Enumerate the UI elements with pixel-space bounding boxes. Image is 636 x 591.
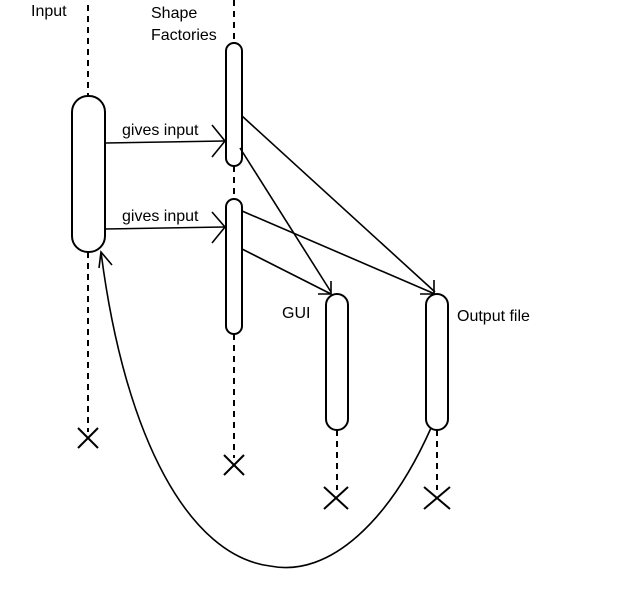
shape-factories-destroy-x-icon (223, 454, 245, 476)
input-activation (71, 95, 106, 253)
arrowhead-2 (211, 211, 227, 244)
shape-factories-activation-1 (225, 42, 243, 167)
output-to-input-return-arrow (100, 251, 432, 569)
output-file-destroy-x-icon (423, 486, 451, 510)
factory-to-gui-arrow-2 (241, 248, 332, 295)
factory-to-output-arrow-2 (241, 210, 436, 295)
gui-activation (325, 293, 349, 431)
shape-factories-label-line2: Factories (151, 27, 217, 44)
message-label-1: gives input (122, 122, 199, 139)
shape-factories-activation-2 (225, 198, 243, 335)
shape-factories-label-line1: Shape (151, 5, 198, 22)
factory-to-gui-arrow-1 (239, 147, 332, 293)
gui-arrowhead (318, 281, 332, 295)
output-file-activation (425, 293, 449, 431)
output-file-label: Output file (457, 308, 530, 325)
input-destroy-x-icon (77, 427, 99, 449)
message-arrow-2 (104, 226, 225, 230)
message-arrow-1 (104, 140, 225, 144)
message-label-2: gives input (122, 208, 199, 225)
output-arrowhead (420, 280, 435, 295)
gui-label: GUI (282, 305, 311, 322)
arrowhead-1 (211, 124, 227, 158)
input-label: Input (31, 3, 67, 20)
gui-destroy-x-icon (323, 486, 349, 510)
factory-to-output-arrow-1 (241, 115, 436, 293)
return-arrowhead (98, 250, 113, 269)
